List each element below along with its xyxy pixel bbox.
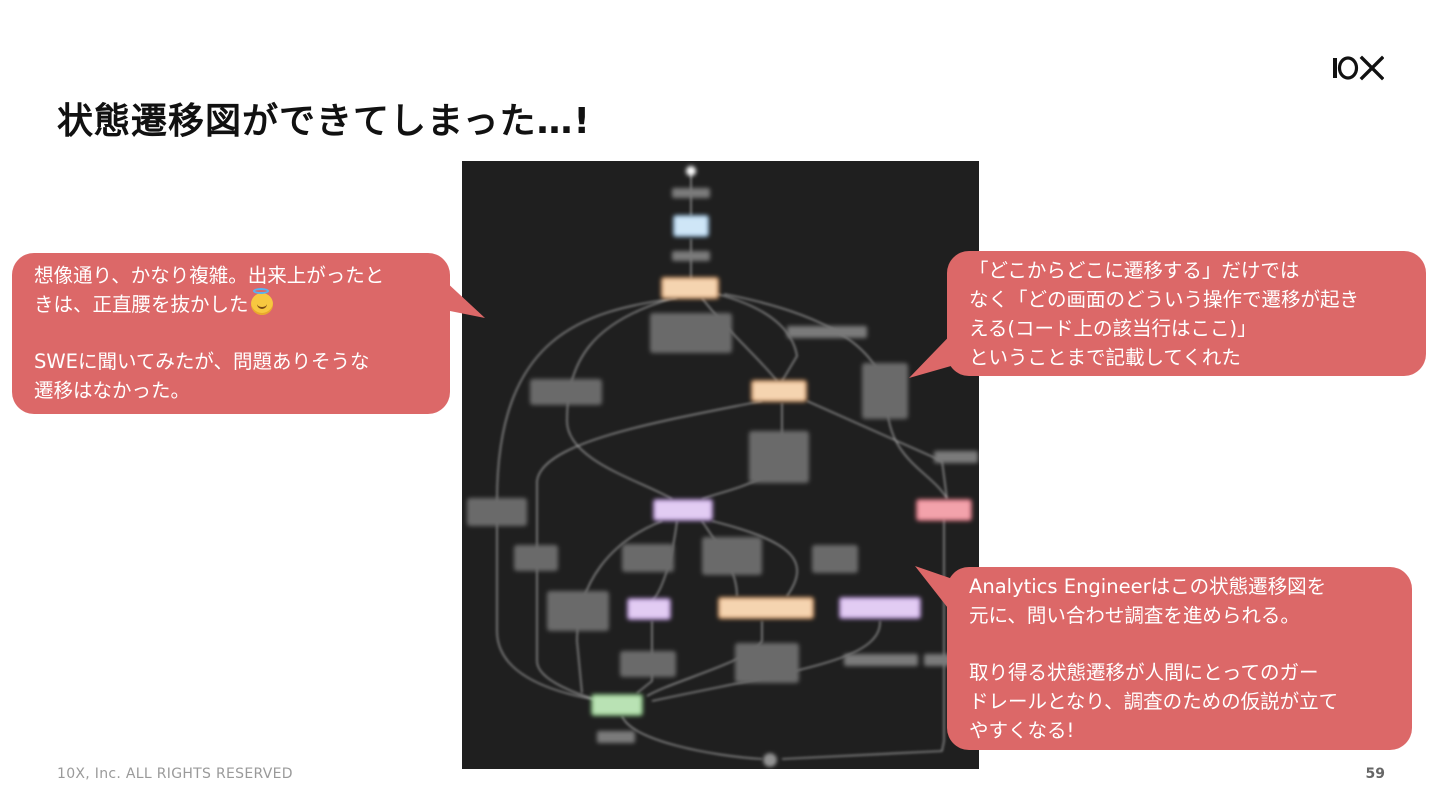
state-node: [839, 597, 921, 619]
state-node: [673, 215, 709, 237]
callout-text: 想像通り、かなり複雑。出来上がったときは、正直腰を抜かした: [34, 264, 385, 316]
diagram-nodes: [591, 166, 972, 766]
page-number: 59: [1365, 766, 1385, 782]
copyright-footer: 10X, Inc. ALL RIGHTS RESERVED: [57, 766, 293, 782]
callout-text: 取り得る状態遷移が人間にとってのガードレールとなり、調査のための仮説が立てやすく…: [969, 661, 1339, 742]
state-node: [627, 598, 671, 620]
slide-title: 状態遷移図ができてしまった…!: [57, 101, 591, 142]
bottom-right-callout-bubble: Analytics Engineerはこの状態遷移図を元に、問い合わせ調査を進め…: [947, 567, 1412, 750]
state-node: [661, 277, 719, 299]
diagram-edge-labels: [467, 188, 978, 743]
10x-logo: [1333, 55, 1384, 81]
callout-text: SWEに聞いてみたが、問題ありそうな遷移はなかった。: [34, 350, 370, 402]
callout-text: Analytics Engineerはこの状態遷移図を元に、問い合わせ調査を進め…: [969, 575, 1327, 627]
top-right-callout-bubble: 「どこからどこに遷移する」だけでは なく「どの画面のどういう操作で遷移が起き え…: [947, 251, 1426, 376]
left-callout-bubble: 想像通り、かなり複雑。出来上がったときは、正直腰を抜かした SWEに聞いてみたが…: [12, 253, 450, 414]
state-node: [653, 499, 713, 521]
callout-text: 「どこからどこに遷移する」だけでは なく「どの画面のどういう操作で遷移が起き え…: [969, 259, 1360, 369]
diagram-edges: [496, 173, 948, 760]
final-state-node: [764, 754, 776, 766]
smiling-face-with-halo-icon: [250, 288, 273, 315]
state-node: [718, 597, 814, 619]
state-node: [751, 380, 807, 402]
state-node: [916, 499, 972, 521]
initial-state-node: [686, 166, 696, 176]
state-node: [591, 694, 643, 716]
state-transition-diagram: [462, 161, 979, 769]
